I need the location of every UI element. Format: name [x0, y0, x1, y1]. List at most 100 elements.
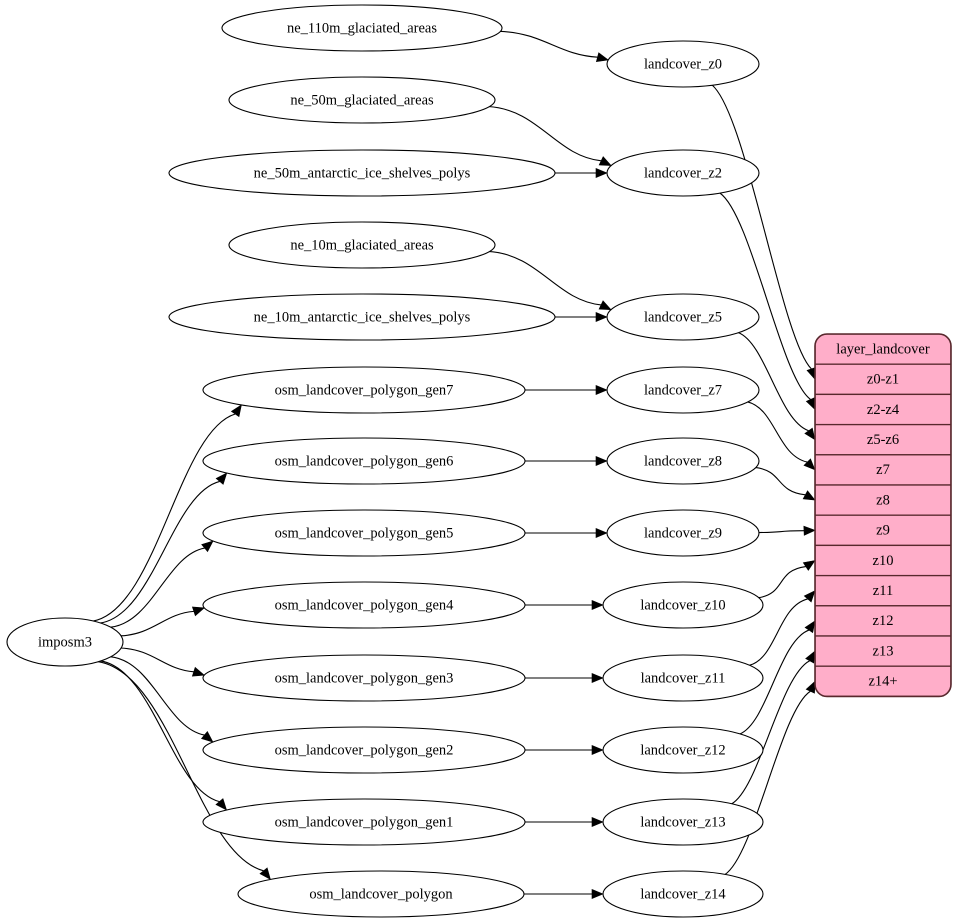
node-label: landcover_z13	[640, 814, 725, 830]
node-osm_landcover_polygon[interactable]: osm_landcover_polygon	[237, 870, 525, 918]
edge-arrowhead	[591, 816, 604, 828]
edge-path	[97, 661, 264, 872]
edge-path	[92, 413, 236, 622]
edge-arrowhead	[591, 888, 604, 900]
node-shape	[606, 366, 760, 414]
node-landcover_z7[interactable]: landcover_z7	[606, 366, 760, 414]
edge-landcover_z10-to-layer_landcover:z10	[757, 560, 816, 599]
node-shape	[606, 293, 760, 341]
edge-osm_landcover_polygon-to-landcover_z14	[522, 888, 604, 900]
table-row-label-z7: z7	[876, 462, 890, 478]
table-header-label: layer_landcover	[836, 341, 930, 357]
node-label: landcover_z9	[644, 525, 722, 541]
edge-osm_landcover_polygon_gen2-to-landcover_z12	[523, 744, 604, 756]
node-shape	[602, 726, 764, 774]
table-layer-landcover[interactable]: layer_landcoverz0-z1z2-z4z5-z6z7z8z9z10z…	[814, 333, 952, 698]
node-landcover_z0[interactable]: landcover_z0	[606, 40, 760, 88]
node-landcover_z2[interactable]: landcover_z2	[606, 149, 760, 197]
node-shape	[202, 581, 526, 629]
edge-landcover_z11-to-layer_landcover:z11	[748, 590, 816, 666]
edge-arrowhead	[591, 744, 604, 756]
edge-path	[758, 530, 805, 534]
edge-arrowhead	[595, 527, 608, 539]
node-imposm3[interactable]: imposm3	[6, 617, 124, 667]
node-shape	[606, 149, 760, 197]
node-landcover_z11[interactable]: landcover_z11	[602, 654, 764, 702]
node-osm_landcover_polygon_gen5[interactable]: osm_landcover_polygon_gen5	[202, 509, 526, 557]
edge-landcover_z9-to-layer_landcover:z9	[758, 525, 816, 536]
node-landcover_z13[interactable]: landcover_z13	[602, 798, 764, 846]
edge-ne_10m_glaciated_areas-to-landcover_z5	[488, 250, 612, 310]
node-ne_10m_antarctic_ice_shelves_polys[interactable]: ne_10m_antarctic_ice_shelves_polys	[168, 293, 556, 341]
edge-arrowhead	[595, 384, 608, 396]
edge-path	[748, 598, 808, 666]
edge-landcover_z14-to-layer_landcover:z14+	[724, 680, 816, 876]
table-row-cell-z10[interactable]	[815, 544, 951, 577]
node-landcover_z12[interactable]: landcover_z12	[602, 726, 764, 774]
node-landcover_z5[interactable]: landcover_z5	[606, 293, 760, 341]
node-label: ne_10m_glaciated_areas	[290, 237, 434, 253]
table-row-cell-z14+[interactable]	[815, 665, 951, 697]
edge-arrowhead	[191, 606, 206, 617]
edge-osm_landcover_polygon_gen1-to-landcover_z13	[523, 816, 604, 828]
edge-arrowhead	[803, 458, 816, 471]
node-ne_10m_glaciated_areas[interactable]: ne_10m_glaciated_areas	[228, 221, 496, 269]
node-label: osm_landcover_polygon_gen6	[275, 453, 454, 469]
table-row-cell-z2-z4[interactable]	[815, 393, 951, 426]
edge-imposm3-to-osm_landcover_polygon_gen5	[110, 540, 214, 628]
edge-ne_50m_antarctic_ice_shelves_polys-to-landcover_z2	[553, 167, 608, 179]
node-label: landcover_z0	[644, 56, 722, 72]
node-shape	[202, 726, 526, 774]
node-shape	[202, 798, 526, 846]
edge-path	[731, 660, 810, 805]
edge-arrowhead	[595, 311, 608, 323]
node-ne_110m_glaciated_areas[interactable]: ne_110m_glaciated_areas	[221, 4, 503, 52]
node-landcover_z9[interactable]: landcover_z9	[606, 509, 760, 557]
table-row-label-z11: z11	[873, 583, 893, 599]
table-row-label-z9: z9	[876, 523, 890, 539]
edge-ne_110m_glaciated_areas-to-landcover_z0	[499, 30, 609, 62]
edge-arrowhead	[803, 590, 816, 603]
node-ne_50m_antarctic_ice_shelves_polys[interactable]: ne_50m_antarctic_ice_shelves_polys	[168, 149, 556, 197]
node-shape	[202, 366, 526, 414]
table-row-label-z10: z10	[873, 553, 894, 569]
edge-osm_landcover_polygon_gen7-to-landcover_z7	[523, 384, 608, 396]
edge-path	[488, 250, 602, 306]
edge-path	[488, 105, 602, 162]
table-row-cell-z12[interactable]	[815, 605, 951, 637]
node-ne_50m_glaciated_areas[interactable]: ne_50m_glaciated_areas	[228, 76, 496, 124]
edge-landcover_z5-to-layer_landcover:z5-z6	[737, 331, 816, 441]
edge-arrowhead	[595, 52, 609, 62]
node-shape	[606, 509, 760, 557]
node-label: osm_landcover_polygon_gen3	[275, 670, 454, 686]
edge-path	[120, 647, 194, 673]
node-shape	[221, 4, 503, 52]
node-osm_landcover_polygon_gen2[interactable]: osm_landcover_polygon_gen2	[202, 726, 526, 774]
node-osm_landcover_polygon_gen1[interactable]: osm_landcover_polygon_gen1	[202, 798, 526, 846]
node-shape	[202, 509, 526, 557]
edge-arrowhead	[805, 680, 816, 694]
table-row-cell-z8[interactable]	[815, 484, 951, 516]
node-landcover_z10[interactable]: landcover_z10	[602, 581, 764, 629]
edge-imposm3-to-osm_landcover_polygon_gen1	[99, 660, 228, 811]
table-row-cell-z13[interactable]	[815, 635, 951, 667]
node-shape	[606, 437, 760, 485]
edge-landcover_z7-to-layer_landcover:z7	[747, 401, 816, 471]
node-label: landcover_z14	[640, 886, 726, 902]
node-osm_landcover_polygon_gen6[interactable]: osm_landcover_polygon_gen6	[202, 437, 526, 485]
table-row-label-z0-z1: z0-z1	[867, 372, 899, 388]
node-osm_landcover_polygon_gen4[interactable]: osm_landcover_polygon_gen4	[202, 581, 526, 629]
node-shape	[602, 798, 764, 846]
table-row-label-z13: z13	[873, 643, 894, 659]
node-label: ne_50m_glaciated_areas	[290, 92, 434, 108]
node-osm_landcover_polygon_gen3[interactable]: osm_landcover_polygon_gen3	[202, 654, 526, 702]
node-landcover_z8[interactable]: landcover_z8	[606, 437, 760, 485]
node-osm_landcover_polygon_gen7[interactable]: osm_landcover_polygon_gen7	[202, 366, 526, 414]
node-shape	[6, 617, 124, 667]
node-shape	[237, 870, 525, 918]
edge-path	[120, 610, 194, 637]
node-label: osm_landcover_polygon_gen4	[275, 597, 455, 613]
node-landcover_z14[interactable]: landcover_z14	[602, 870, 764, 918]
